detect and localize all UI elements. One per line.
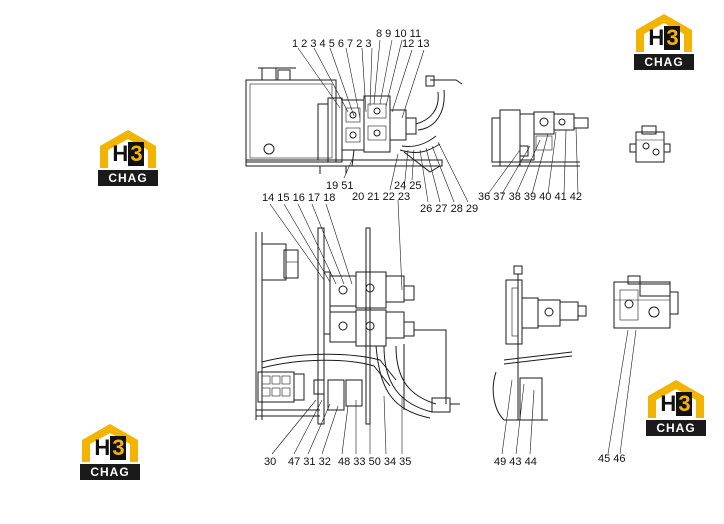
leader-lines-front-view	[501, 379, 535, 455]
valve-block-detail	[629, 125, 671, 163]
leader-lines-side-view	[297, 39, 469, 203]
leader-lines-plan-view	[269, 199, 403, 455]
house-roof-icon	[648, 380, 704, 418]
callout-47-32: 47 31 32	[288, 456, 331, 468]
logo-brand-text: CHAG	[80, 464, 140, 480]
callout-26-29: 26 27 28 29	[420, 203, 479, 215]
callout-49-44: 49 43 44	[494, 456, 537, 468]
end-view-assembly	[491, 109, 589, 167]
house-roof-icon	[636, 14, 692, 52]
callout-45-46: 45 46	[598, 453, 626, 465]
callout-14-18: 14 15 16 17 18	[262, 192, 336, 204]
callout-1-7: 1 2 3 4 5 6 7 2 3	[292, 38, 372, 50]
logo-brand-text: CHAG	[646, 420, 706, 436]
callout-48-35: 48 33 50 34 35	[338, 456, 412, 468]
callout-20-23: 20 21 22 23	[352, 191, 411, 203]
callout-36-42: 36 37 38 39 40 41 42	[478, 191, 582, 203]
callout-19-51: 19 51	[326, 180, 354, 192]
front-view-assembly	[492, 265, 587, 421]
logo-brand-text: CHAG	[634, 54, 694, 70]
pump-detail-view	[613, 275, 679, 329]
plan-view-assembly	[255, 227, 460, 425]
side-view-assembly	[245, 67, 463, 174]
callout-8-11: 8 9 10 11	[376, 28, 422, 40]
callout-30: 30	[264, 456, 277, 468]
house-roof-icon	[100, 130, 156, 168]
logo-brand-text: CHAG	[98, 170, 158, 186]
callout-24-25: 24 25	[394, 180, 422, 192]
callout-12-13: 12 13	[402, 38, 430, 50]
house-roof-icon	[82, 424, 138, 462]
leader-lines-end-view	[487, 127, 579, 195]
leader-lines-pump-detail	[607, 329, 637, 455]
